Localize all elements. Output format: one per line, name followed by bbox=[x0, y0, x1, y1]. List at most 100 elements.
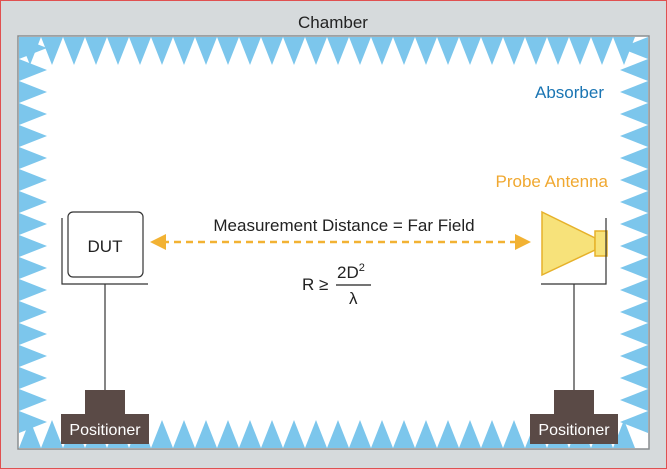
positioner-right-label: Positioner bbox=[538, 422, 610, 439]
absorber-cone bbox=[217, 37, 239, 65]
chamber-title: Chamber bbox=[298, 13, 368, 32]
absorber-cone bbox=[19, 103, 47, 125]
absorber-cone bbox=[283, 37, 305, 65]
absorber-cone bbox=[620, 37, 648, 59]
absorber-cone bbox=[459, 420, 481, 448]
dut-label: DUT bbox=[88, 237, 123, 256]
absorber-cone bbox=[85, 37, 107, 65]
probe-antenna bbox=[541, 210, 608, 392]
absorber-cone bbox=[19, 389, 47, 411]
absorber-cone bbox=[19, 37, 47, 59]
absorber-cone bbox=[19, 345, 47, 367]
absorber-cone bbox=[620, 213, 648, 235]
absorber-cone bbox=[129, 37, 151, 65]
absorber-cone bbox=[620, 345, 648, 367]
formula-numerator: 2D2 bbox=[337, 262, 365, 282]
absorber-cone bbox=[620, 235, 648, 257]
absorber-cone bbox=[591, 37, 613, 65]
absorber-cone bbox=[173, 37, 195, 65]
absorber-cone bbox=[547, 37, 569, 65]
absorber-cone bbox=[19, 323, 47, 345]
absorber-cone bbox=[613, 37, 635, 65]
absorber-cone bbox=[393, 37, 415, 65]
absorber-cone bbox=[349, 420, 371, 448]
absorber-cone bbox=[19, 147, 47, 169]
absorber-cone bbox=[620, 103, 648, 125]
absorber-cone bbox=[620, 301, 648, 323]
absorber-cone bbox=[19, 235, 47, 257]
absorber-cone bbox=[393, 420, 415, 448]
absorber-cone bbox=[41, 37, 63, 65]
absorber-cone bbox=[620, 59, 648, 81]
absorber-cone bbox=[415, 37, 437, 65]
formula-numerator-base: 2D bbox=[337, 263, 359, 282]
probe-antenna-label: Probe Antenna bbox=[496, 172, 609, 191]
absorber-cone bbox=[620, 279, 648, 301]
absorber-cone bbox=[481, 37, 503, 65]
absorber-cone bbox=[19, 81, 47, 103]
distance-arrow-left-head bbox=[150, 234, 166, 250]
absorber-cone bbox=[327, 420, 349, 448]
absorber-cone bbox=[19, 59, 47, 81]
absorber-cone bbox=[371, 37, 393, 65]
absorber-cone bbox=[19, 411, 47, 433]
absorber-cone bbox=[371, 420, 393, 448]
absorber-cone bbox=[620, 411, 648, 433]
absorber-cone bbox=[620, 389, 648, 411]
absorber-cone bbox=[19, 367, 47, 389]
absorber-cone bbox=[437, 420, 459, 448]
formula-lhs: R ≥ bbox=[302, 275, 328, 294]
dut-bracket bbox=[61, 218, 148, 285]
absorber-cone bbox=[107, 37, 129, 65]
absorber-cone bbox=[620, 125, 648, 147]
absorber-cone bbox=[620, 147, 648, 169]
absorber-cone bbox=[261, 420, 283, 448]
absorber-cone bbox=[503, 420, 525, 448]
absorber-cone bbox=[19, 125, 47, 147]
absorber-cone bbox=[620, 257, 648, 279]
absorber-cone bbox=[151, 37, 173, 65]
absorber-cone bbox=[217, 420, 239, 448]
formula-denominator: λ bbox=[349, 289, 358, 308]
absorber-cone bbox=[613, 420, 635, 448]
absorber-cone bbox=[620, 191, 648, 213]
absorber-cone bbox=[239, 420, 261, 448]
distance-arrow-right-head bbox=[515, 234, 531, 250]
absorber-cone bbox=[415, 420, 437, 448]
absorber-cone bbox=[305, 420, 327, 448]
absorber-cone bbox=[19, 420, 41, 448]
probe-bracket bbox=[541, 218, 607, 285]
absorber-cone bbox=[503, 37, 525, 65]
positioner-right: Positioner bbox=[530, 390, 618, 444]
distance-label: Measurement Distance = Far Field bbox=[213, 216, 474, 235]
positioner-left: Positioner bbox=[61, 390, 149, 444]
absorber-cone bbox=[19, 279, 47, 301]
absorber-cone bbox=[19, 301, 47, 323]
absorber-cone bbox=[151, 420, 173, 448]
absorber-cone bbox=[349, 37, 371, 65]
absorber-cone bbox=[41, 420, 63, 448]
absorber-cone bbox=[19, 257, 47, 279]
absorber-cone bbox=[620, 169, 648, 191]
absorber-cone bbox=[569, 37, 591, 65]
absorber-cone bbox=[525, 37, 547, 65]
probe-feed bbox=[594, 230, 608, 257]
absorber-cone bbox=[620, 323, 648, 345]
absorber-cone bbox=[305, 37, 327, 65]
dut-box bbox=[67, 211, 144, 278]
positioner-left-label: Positioner bbox=[69, 422, 141, 439]
distance-arrow bbox=[150, 234, 531, 250]
far-field-formula: R ≥ 2D2 λ bbox=[302, 262, 371, 308]
dut: DUT bbox=[61, 211, 148, 392]
absorber-cone bbox=[19, 213, 47, 235]
absorber-cone bbox=[481, 420, 503, 448]
positioner-left-top bbox=[85, 390, 125, 414]
absorber-cone bbox=[195, 420, 217, 448]
absorber-cone bbox=[63, 37, 85, 65]
absorber-cone bbox=[283, 420, 305, 448]
absorber-cone bbox=[195, 37, 217, 65]
absorber-cone bbox=[620, 367, 648, 389]
absorber-cone bbox=[19, 191, 47, 213]
positioner-right-top bbox=[554, 390, 594, 414]
